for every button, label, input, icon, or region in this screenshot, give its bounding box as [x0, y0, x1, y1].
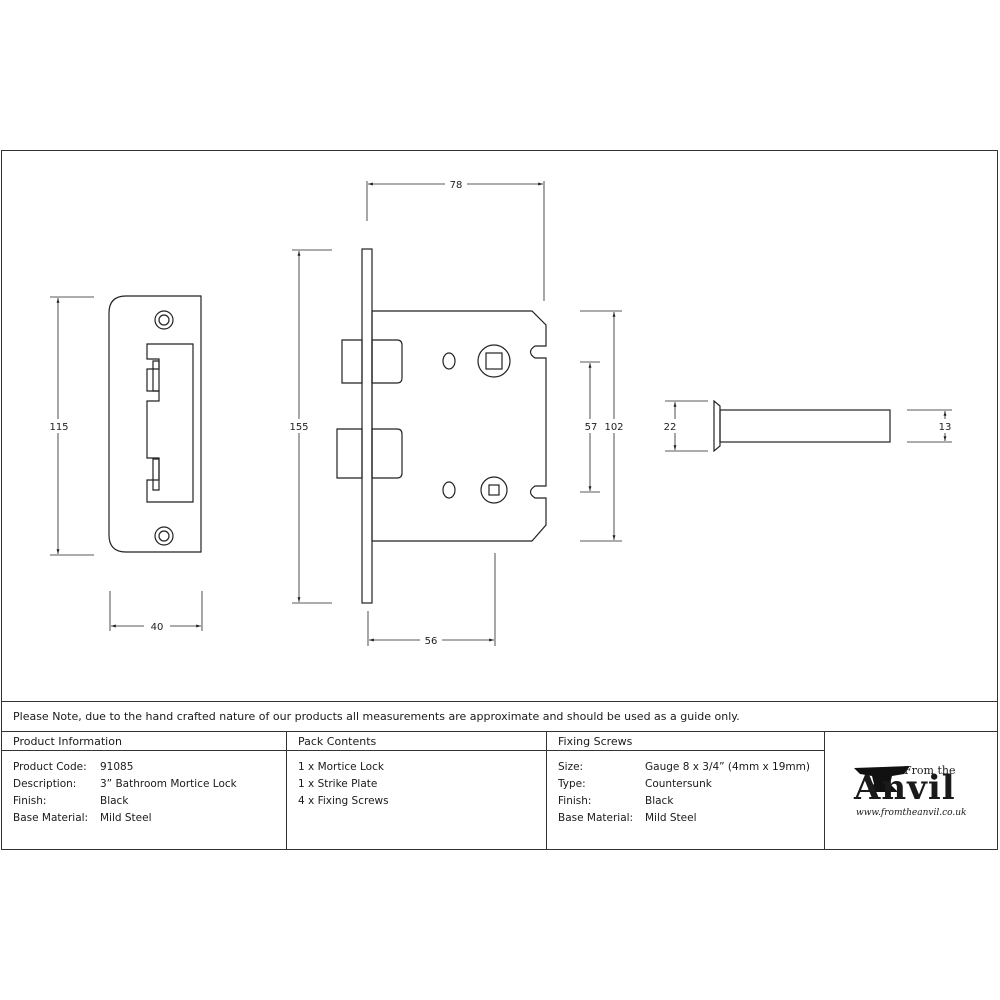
info-row: Base Material:Mild Steel — [13, 812, 152, 824]
logo-url: www.fromtheanvil.co.uk — [856, 808, 967, 818]
info-row: Size:Gauge 8 x 3/4” (4mm x 19mm) — [558, 761, 810, 773]
dim-case-width: 78 — [450, 180, 463, 191]
info-row: Finish:Black — [558, 795, 674, 807]
info-row: Finish:Black — [13, 795, 129, 807]
dim-strike-width: 40 — [151, 622, 164, 633]
dim-head-diameter: 22 — [664, 422, 677, 433]
list-item: 1 x Strike Plate — [298, 778, 378, 790]
logo-brand: Anvil — [854, 768, 956, 808]
product-info-heading: Product Information — [2, 732, 286, 751]
mortice-lock-drawing — [336, 248, 547, 604]
info-row: Type:Countersunk — [558, 778, 712, 790]
dim-screw-length: 13 — [939, 422, 952, 433]
info-table: Product Information Product Code:91085 D… — [2, 731, 997, 849]
info-row: Base Material:Mild Steel — [558, 812, 697, 824]
dim-strike-height: 115 — [49, 422, 68, 433]
dim-centres: 57 — [585, 422, 598, 433]
strike-plate-drawing — [108, 295, 202, 553]
dim-backset: 56 — [425, 636, 438, 647]
fixing-screw-drawing — [713, 399, 891, 453]
from-the-anvil-logo: From the Anvil www.fromtheanvil.co.uk — [824, 732, 997, 849]
dim-forend-height: 155 — [289, 422, 308, 433]
fixing-screws-section: Fixing Screws Size:Gauge 8 x 3/4” (4mm x… — [547, 732, 825, 849]
dim-case-height: 102 — [604, 422, 623, 433]
list-item: 4 x Fixing Screws — [298, 795, 389, 807]
fixing-screws-heading: Fixing Screws — [547, 732, 824, 751]
info-row: Description:3” Bathroom Mortice Lock — [13, 778, 237, 790]
logo-from-the: From the — [904, 764, 956, 777]
anvil-icon — [854, 766, 910, 792]
info-row: Product Code:91085 — [13, 761, 134, 773]
technical-drawing: 115 40 — [46, 177, 955, 647]
drawing-sheet: 115 40 — [1, 150, 998, 850]
pack-contents-heading: Pack Contents — [287, 732, 546, 751]
pack-contents-section: Pack Contents 1 x Mortice Lock 1 x Strik… — [287, 732, 547, 849]
measurement-note: Please Note, due to the hand crafted nat… — [2, 701, 997, 731]
list-item: 1 x Mortice Lock — [298, 761, 384, 773]
product-info-section: Product Information Product Code:91085 D… — [2, 732, 287, 849]
